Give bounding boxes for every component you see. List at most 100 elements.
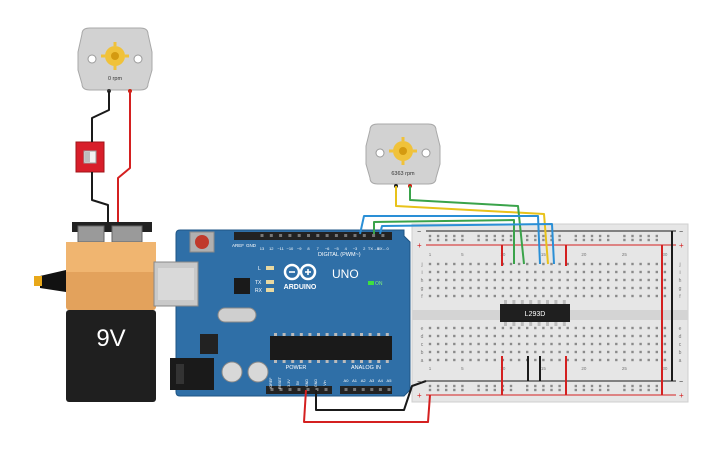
- power-header-label: POWER: [286, 365, 307, 371]
- wire-black-switch-battery[interactable]: [91, 172, 109, 222]
- row-letter: f: [679, 294, 681, 300]
- power-pin-label: GND: [305, 379, 309, 387]
- chip-label: L293D: [525, 311, 546, 318]
- dc-motor-left[interactable]: 0 rpm: [77, 27, 153, 93]
- motor-shaft-icon: [389, 137, 417, 165]
- wire-black-motor-switch[interactable]: [91, 91, 110, 142]
- row-letter: i: [679, 270, 680, 276]
- digital-pin-label: ~10: [287, 246, 295, 251]
- row-letter: f: [421, 294, 423, 300]
- row-letter: c: [679, 342, 682, 348]
- column-number: 30: [662, 252, 668, 257]
- power-pin-label: 3.3V: [287, 379, 291, 387]
- wire-black-gnd[interactable]: [315, 380, 427, 411]
- slide-switch[interactable]: [75, 141, 105, 173]
- power-pin-label: 5V: [296, 380, 300, 385]
- row-letter: g: [679, 286, 682, 292]
- atmega-chip: [270, 336, 392, 360]
- motor-left-rpm: 0 rpm: [108, 76, 122, 82]
- battery-label: 9V: [96, 325, 125, 352]
- led-l-label: L: [258, 266, 261, 272]
- power-pin-label: RESET: [278, 376, 282, 389]
- led-tx-label: TX: [255, 280, 262, 286]
- digital-header[interactable]: [234, 232, 392, 240]
- digital-pin-label: ~6: [325, 246, 330, 251]
- row-letter: e: [679, 326, 682, 332]
- reset-button[interactable]: [189, 231, 215, 253]
- digital-pin-label: ~3: [353, 246, 358, 251]
- wire-red-motor-battery[interactable]: [117, 91, 131, 222]
- on-led-label: ON: [375, 281, 383, 287]
- wire-blue-arduino-1[interactable]: [359, 215, 541, 265]
- row-letter: c: [421, 342, 424, 348]
- row-letter: d: [679, 334, 682, 340]
- column-number: 20: [581, 366, 587, 371]
- power-pin-label: Vin: [323, 380, 327, 385]
- analog-pin-label: A1: [352, 378, 358, 383]
- digital-pin-label: 12: [269, 246, 274, 251]
- dc-motor-right[interactable]: 6363 rpm: [365, 123, 441, 188]
- digital-header-label: DIGITAL (PWM~): [318, 252, 361, 258]
- column-number: 15: [541, 366, 547, 371]
- column-number: 1: [429, 252, 432, 257]
- digital-pin-label: 4: [345, 246, 348, 251]
- rail-plus-bottom: +: [417, 391, 422, 400]
- analog-pin-label: A4: [378, 378, 384, 383]
- analog-pin-label: A0: [344, 378, 350, 383]
- row-letter: h: [679, 278, 682, 284]
- analog-pin-label: A5: [387, 378, 393, 383]
- row-letter: d: [421, 334, 424, 340]
- column-number: 5: [461, 366, 464, 371]
- row-letter: h: [421, 278, 424, 284]
- motor-right-rpm: 6363 rpm: [391, 171, 415, 177]
- digital-pin-label: ~9: [297, 246, 302, 251]
- arduino-brand: ARDUINO: [284, 284, 317, 291]
- wire-yellow-motor[interactable]: [395, 186, 549, 265]
- digital-pin-label: TX→1: [368, 246, 380, 251]
- wire-green-motor[interactable]: [409, 186, 525, 265]
- aref-label: AREF: [232, 243, 244, 248]
- rail-minus-top: −: [417, 229, 421, 236]
- wire-red-5v[interactable]: [303, 389, 431, 423]
- digital-pin-label: 8: [307, 246, 310, 251]
- analog-header[interactable]: [340, 386, 392, 394]
- column-number: 15: [541, 252, 547, 257]
- row-letter: g: [421, 286, 424, 292]
- arduino-model: UNO: [332, 267, 359, 281]
- rail-minus-top-right: −: [679, 229, 683, 236]
- row-letter: a: [421, 358, 424, 364]
- wire-green-arduino[interactable]: [373, 219, 515, 264]
- analog-pin-label: A3: [369, 378, 375, 383]
- rail-minus-bottom-right: −: [679, 379, 683, 386]
- column-number: 25: [622, 366, 628, 371]
- wire-blue-arduino-2[interactable]: [379, 223, 555, 265]
- motor-shaft-icon: [101, 42, 129, 70]
- gnd-label: GND: [246, 243, 257, 248]
- row-letter: j: [420, 262, 422, 268]
- column-number: 25: [622, 252, 628, 257]
- column-number: 5: [461, 252, 464, 257]
- column-number: 20: [581, 252, 587, 257]
- row-letter: i: [421, 270, 422, 276]
- digital-pin-label: ~11: [277, 246, 284, 251]
- power-pin-label: GND: [314, 379, 318, 387]
- row-letter: j: [678, 262, 680, 268]
- analog-header-label: ANALOG IN: [351, 365, 381, 371]
- rail-plus-bottom-right: +: [679, 391, 684, 400]
- row-letter: b: [679, 350, 682, 356]
- l293d-chip[interactable]: L293D: [500, 300, 570, 326]
- power-pin-label: IOREF: [269, 377, 273, 389]
- digital-pin-label: RX←0: [377, 246, 390, 251]
- battery-9v[interactable]: 9V: [34, 222, 156, 402]
- digital-pin-label: 13: [260, 246, 265, 251]
- analog-pin-label: A2: [361, 378, 367, 383]
- column-number: 1: [429, 366, 432, 371]
- digital-pin-label: 7: [317, 246, 320, 251]
- rail-plus-top: +: [417, 241, 422, 250]
- column-number: 10: [500, 366, 506, 371]
- row-letter: e: [421, 326, 424, 332]
- digital-pin-label: ~5: [334, 246, 339, 251]
- arduino-logo-icon: [283, 263, 317, 281]
